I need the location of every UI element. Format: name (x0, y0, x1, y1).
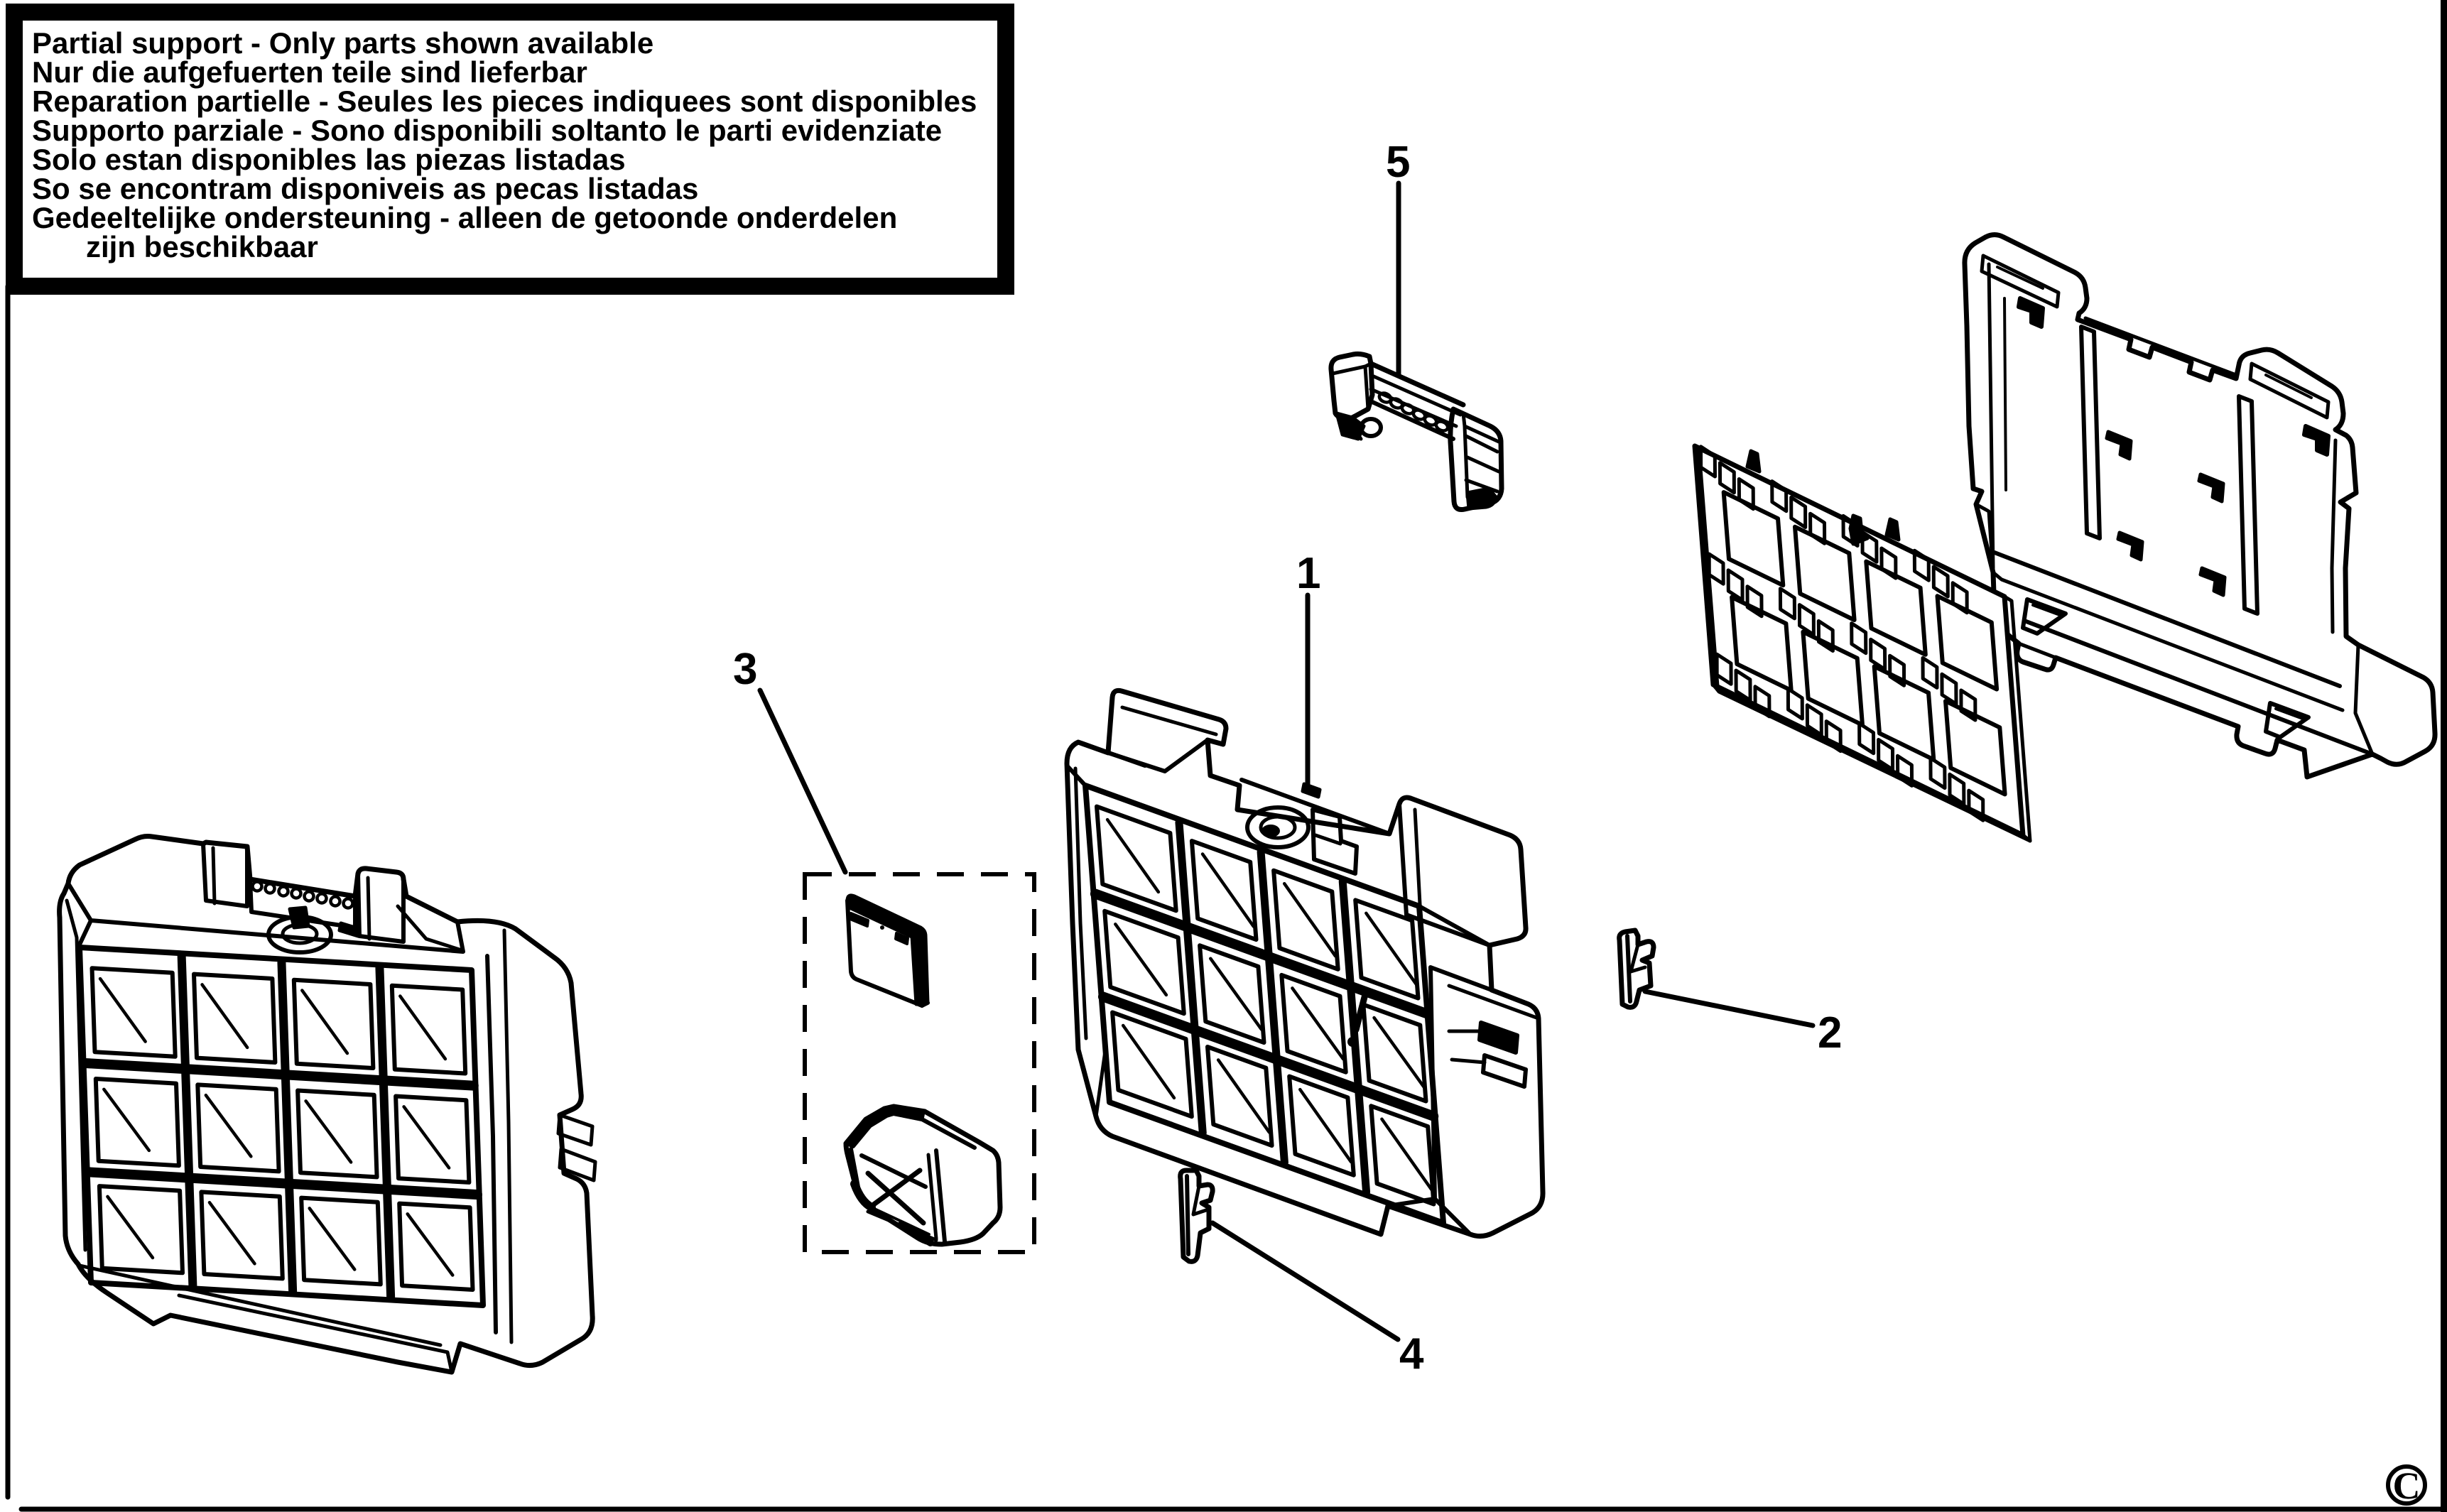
svg-text:5: 5 (1386, 138, 1410, 187)
svg-text:4: 4 (1399, 1329, 1424, 1378)
svg-text:1: 1 (1296, 549, 1320, 598)
svg-text:3: 3 (733, 645, 757, 694)
svg-text:Gedeeltelijke ondersteuning -: Gedeeltelijke ondersteuning - alleen de … (32, 201, 897, 234)
svg-text:Supporto parziale - Sono dispo: Supporto parziale - Sono disponibili sol… (32, 114, 942, 147)
svg-text:C: C (2393, 1464, 2421, 1507)
svg-text:zijn beschikbaar: zijn beschikbaar (86, 230, 318, 263)
svg-text:Nur die aufgefuerten teile sin: Nur die aufgefuerten teile sind lieferba… (32, 55, 587, 89)
svg-text:Partial support - Only parts s: Partial support - Only parts shown avail… (32, 26, 653, 60)
svg-text:Solo estan disponibles las pie: Solo estan disponibles las piezas listad… (32, 143, 626, 176)
svg-text:So se encontram disponiveis as: So se encontram disponiveis as pecas lis… (32, 172, 698, 205)
svg-text:Reparation partielle - Seules: Reparation partielle - Seules les pieces… (32, 85, 977, 118)
svg-text:2: 2 (1818, 1008, 1842, 1057)
